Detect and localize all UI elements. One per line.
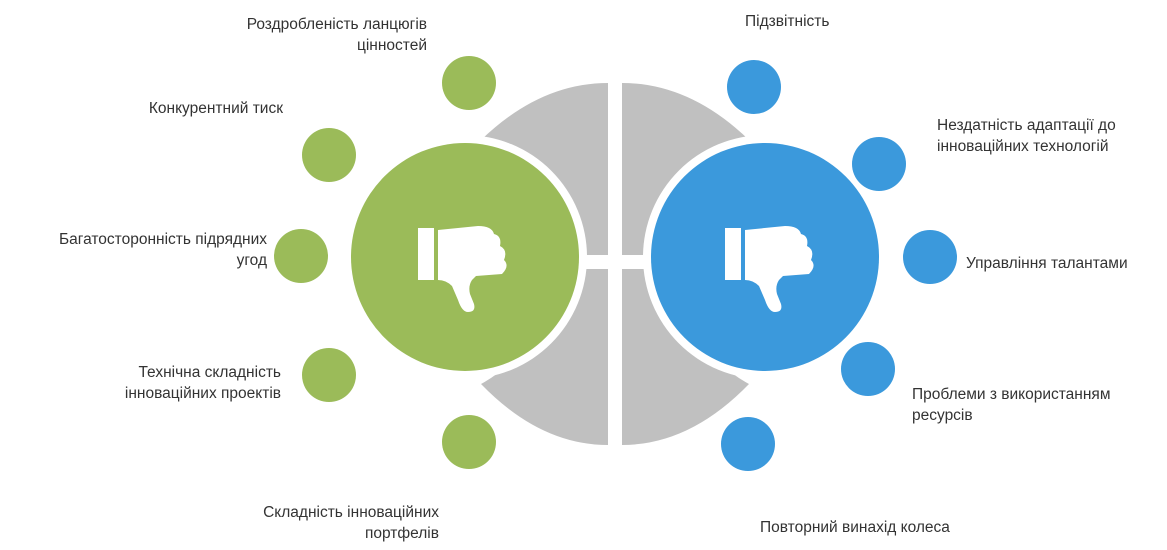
thumbs-down-icon	[725, 226, 814, 312]
right-dot-5	[721, 417, 775, 471]
right-dot-3	[903, 230, 957, 284]
right-item-2-label: Нездатність адаптації до інноваційних те…	[937, 117, 1116, 155]
left-item-3-label: Багатосторонність підрядних угод	[59, 231, 267, 269]
left-dot-2	[302, 128, 356, 182]
thumbs-down-icon	[418, 226, 507, 312]
right-dot-2	[852, 137, 906, 191]
left-item-1-label: Роздробленість ланцюгів цінностей	[246, 16, 427, 54]
segment-bottom-right	[622, 269, 749, 445]
right-dot-1	[727, 60, 781, 114]
left-dot-1	[442, 56, 496, 110]
right-dot-4	[841, 342, 895, 396]
left-dot-5	[442, 415, 496, 469]
right-item-3-label: Управління талантами	[966, 255, 1128, 272]
right-item-4-label: Проблеми з використанням ресурсів	[912, 386, 1111, 424]
left-item-5-label: Складність інноваційних портфелів	[263, 504, 439, 542]
left-item-4-label: Технічна складність інноваційних проекті…	[124, 364, 281, 402]
right-item-5-label: Повторний винахід колеса	[760, 519, 950, 536]
segment-bottom-left	[481, 269, 608, 445]
left-item-2-label: Конкурентний тиск	[148, 100, 283, 117]
left-dot-3	[274, 229, 328, 283]
left-dot-4	[302, 348, 356, 402]
right-item-1-label: Підзвітність	[745, 13, 830, 30]
